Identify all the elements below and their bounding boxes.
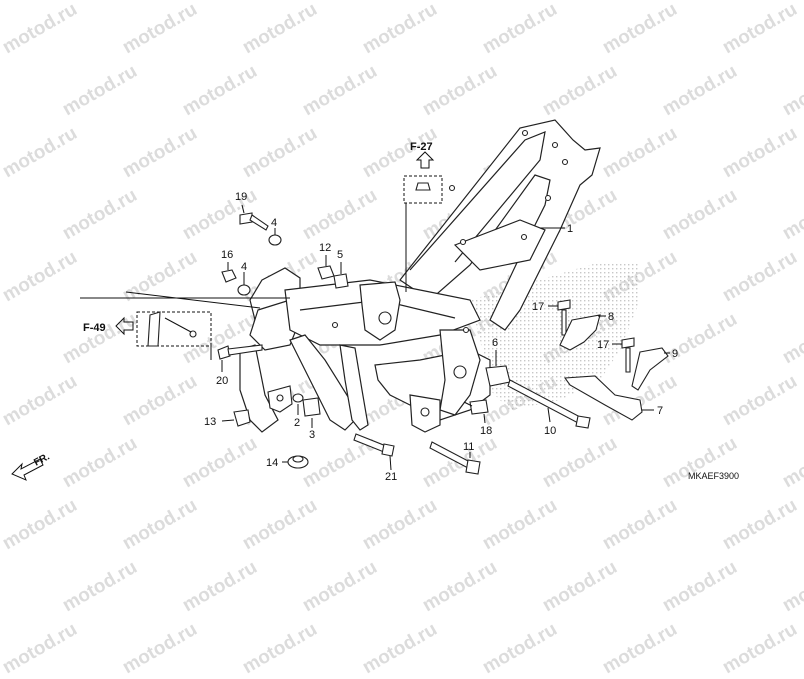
- callout-4: 4: [241, 261, 247, 273]
- watermark-text: motod.ru: [598, 618, 681, 679]
- washer-4-upper: [268, 228, 282, 246]
- watermark-text: motod.ru: [478, 618, 561, 679]
- washer-4-lower: [237, 272, 251, 296]
- bolt-19: [239, 204, 269, 231]
- bolt-21: [353, 433, 395, 471]
- callout-19: 19: [235, 191, 247, 203]
- f27-reference: F-27: [403, 141, 443, 292]
- frame-body-diagram: F-27 F-49: [11, 119, 739, 483]
- bracket-8: [559, 314, 606, 351]
- callout-14: 14: [266, 457, 278, 469]
- diagram-code: MKAEF3900: [688, 471, 739, 481]
- callout-12: 12: [319, 242, 331, 254]
- bolt-11: [429, 441, 481, 475]
- callout-2: 2: [294, 417, 300, 429]
- callout-21: 21: [385, 471, 397, 483]
- watermark-text: motod.ru: [118, 618, 201, 679]
- f49-reference: F-49: [80, 291, 290, 360]
- front-label: FR.: [32, 451, 52, 468]
- watermark-text: motod.ru: [238, 618, 321, 679]
- watermark-text: motod.ru: [358, 618, 441, 679]
- reference-f49: F-49: [83, 322, 106, 334]
- callout-1: 1: [567, 223, 573, 235]
- callout-5: 5: [337, 249, 343, 261]
- callout-4: 4: [271, 217, 277, 229]
- watermark-text: motod.ru: [0, 618, 81, 679]
- bolt-20: [217, 344, 263, 372]
- callout-6: 6: [492, 337, 498, 349]
- callout-18: 18: [480, 425, 492, 437]
- reference-f27: F-27: [410, 141, 433, 153]
- watermark-text: motod.ru: [718, 618, 801, 679]
- callout-13: 13: [204, 416, 216, 428]
- bushing-3: [302, 397, 321, 428]
- callout-10: 10: [544, 425, 556, 437]
- callout-17: 17: [532, 301, 544, 313]
- grommet-14: [282, 455, 309, 469]
- plate-7: [563, 375, 654, 421]
- callout-7: 7: [657, 405, 663, 417]
- callout-20: 20: [216, 375, 228, 387]
- clip-13: [221, 409, 251, 427]
- stand-shaft-10: [507, 379, 591, 429]
- callout-16: 16: [221, 249, 233, 261]
- bolt-17-upper: [548, 299, 571, 336]
- callout-8: 8: [608, 311, 614, 323]
- shading-region: [470, 262, 640, 410]
- callout-11: 11: [463, 441, 474, 453]
- front-direction-indicator: FR.: [11, 451, 52, 481]
- callout-9: 9: [672, 348, 678, 360]
- nut-18: [463, 399, 489, 424]
- collar-2: [292, 393, 304, 415]
- callout-17: 17: [597, 339, 609, 351]
- bracket-plate: [267, 385, 293, 413]
- main-frame: [239, 119, 601, 433]
- bracket-9: [631, 347, 670, 391]
- collar-5: [333, 262, 349, 289]
- front-arrow-icon: [11, 458, 44, 481]
- callouts: 1 2 3 4 4 5 6 7 8 9 10 11 12 13 14 16 17…: [204, 191, 678, 483]
- nut-16: [221, 262, 237, 283]
- nut-12: [317, 255, 335, 280]
- callout-3: 3: [309, 429, 315, 441]
- bolt-17-lower: [612, 337, 635, 373]
